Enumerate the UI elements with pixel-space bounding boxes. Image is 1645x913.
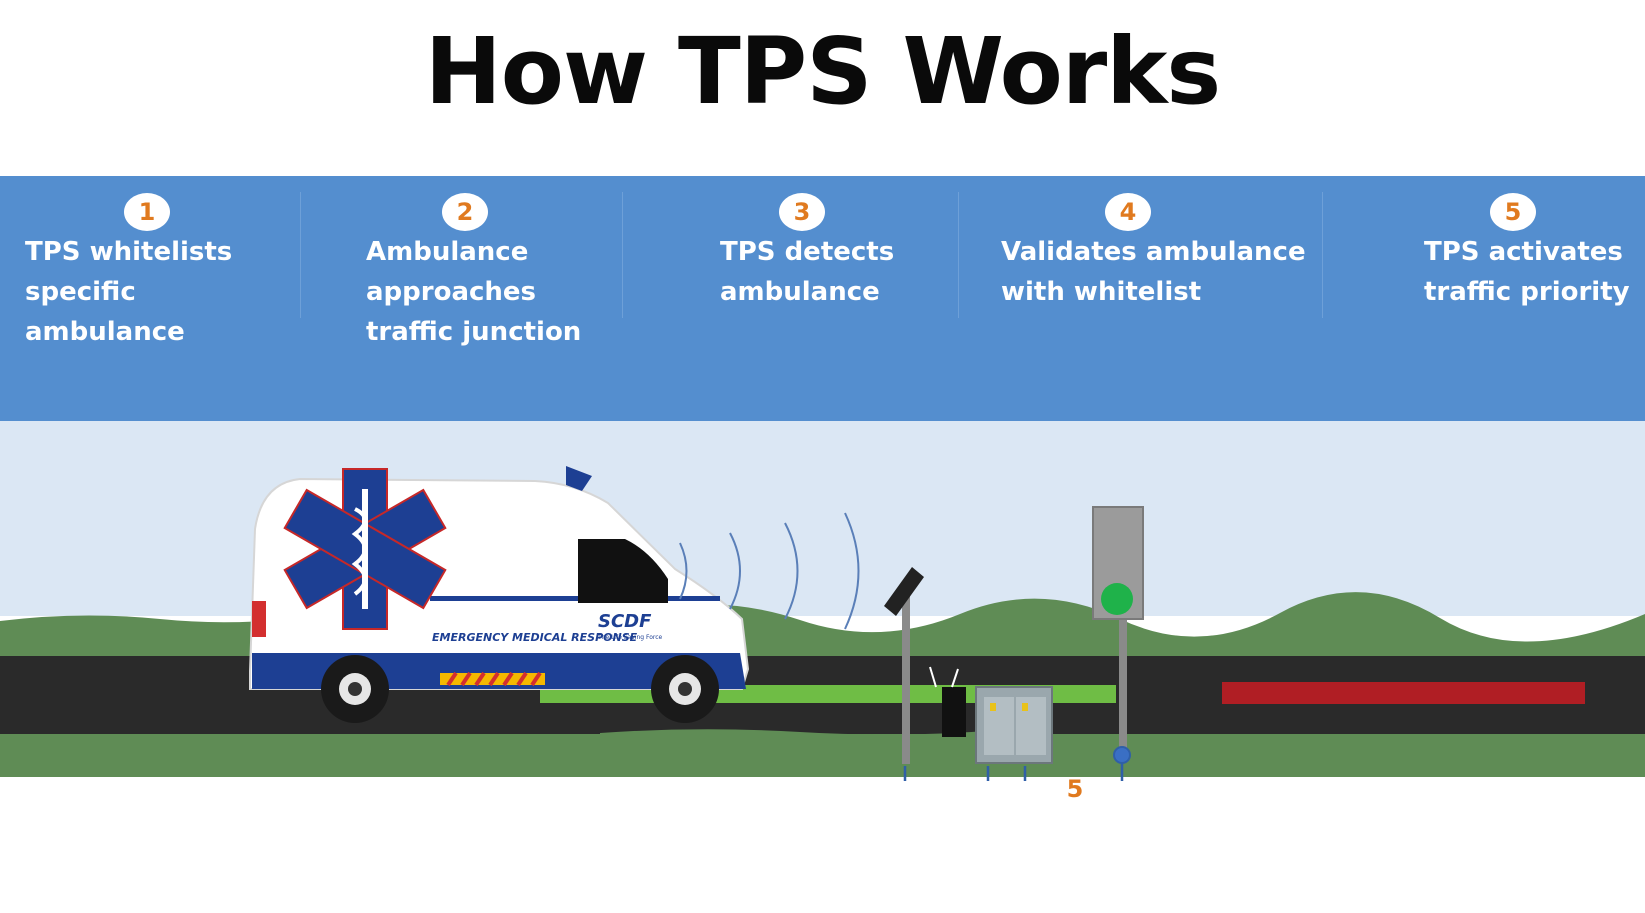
- traffic-signal: [1092, 506, 1144, 764]
- step-divider: [1322, 192, 1323, 318]
- step-divider: [622, 192, 623, 318]
- step-text: TPS activates traffic priority: [1424, 237, 1630, 307]
- step-1: 1 TPS whitelists specific ambulance: [0, 176, 300, 421]
- step-text: TPS whitelists specific ambulance: [25, 237, 233, 347]
- step-text: Validates ambulance with whitelist: [1001, 237, 1306, 307]
- step-number: 2: [442, 193, 488, 231]
- sensor-step-label: 5: [1066, 775, 1084, 803]
- step-number: 1: [124, 193, 170, 231]
- radio-waves: [679, 512, 860, 630]
- green-signal-light: [1101, 583, 1133, 615]
- ambulance-tagline: The Life Saving Force: [597, 634, 663, 641]
- controller-cabinet: [929, 666, 1053, 764]
- steps-band: 1 TPS whitelists specific ambulance 2 Am…: [0, 176, 1645, 421]
- red-lane: [1222, 682, 1585, 704]
- step-5: 5 TPS activates traffic priority: [1322, 176, 1645, 421]
- ambulance-side-text: EMERGENCY MEDICAL RESPONSE: [432, 631, 638, 644]
- step-4: 4 Validates ambulance with whitelist: [958, 176, 1322, 421]
- road-scene: EMERGENCY MEDICAL RESPONSE SCDF The Life…: [0, 421, 1645, 781]
- wheel: [321, 655, 389, 723]
- front-grass: [0, 734, 1645, 777]
- wheel: [651, 655, 719, 723]
- step-2: 2 Ambulance approaches traffic junction: [300, 176, 622, 421]
- step-number: 3: [779, 193, 825, 231]
- step-divider: [958, 192, 959, 318]
- sensor-pole: [884, 567, 924, 764]
- step-3: 3 TPS detects ambulance: [622, 176, 958, 421]
- ambulance-brand: SCDF: [598, 611, 652, 632]
- ambulance: EMERGENCY MEDICAL RESPONSE SCDF The Life…: [249, 466, 750, 723]
- step-number: 4: [1105, 193, 1151, 231]
- step-text: Ambulance approaches traffic junction: [366, 237, 582, 347]
- grass-tuft: [600, 729, 1000, 737]
- step-divider: [300, 192, 301, 318]
- step-number: 5: [1490, 193, 1536, 231]
- loop-sensor-node: [1113, 746, 1131, 764]
- sky: [0, 421, 1645, 616]
- page-title: How TPS Works: [424, 18, 1221, 125]
- step-text: TPS detects ambulance: [720, 237, 895, 307]
